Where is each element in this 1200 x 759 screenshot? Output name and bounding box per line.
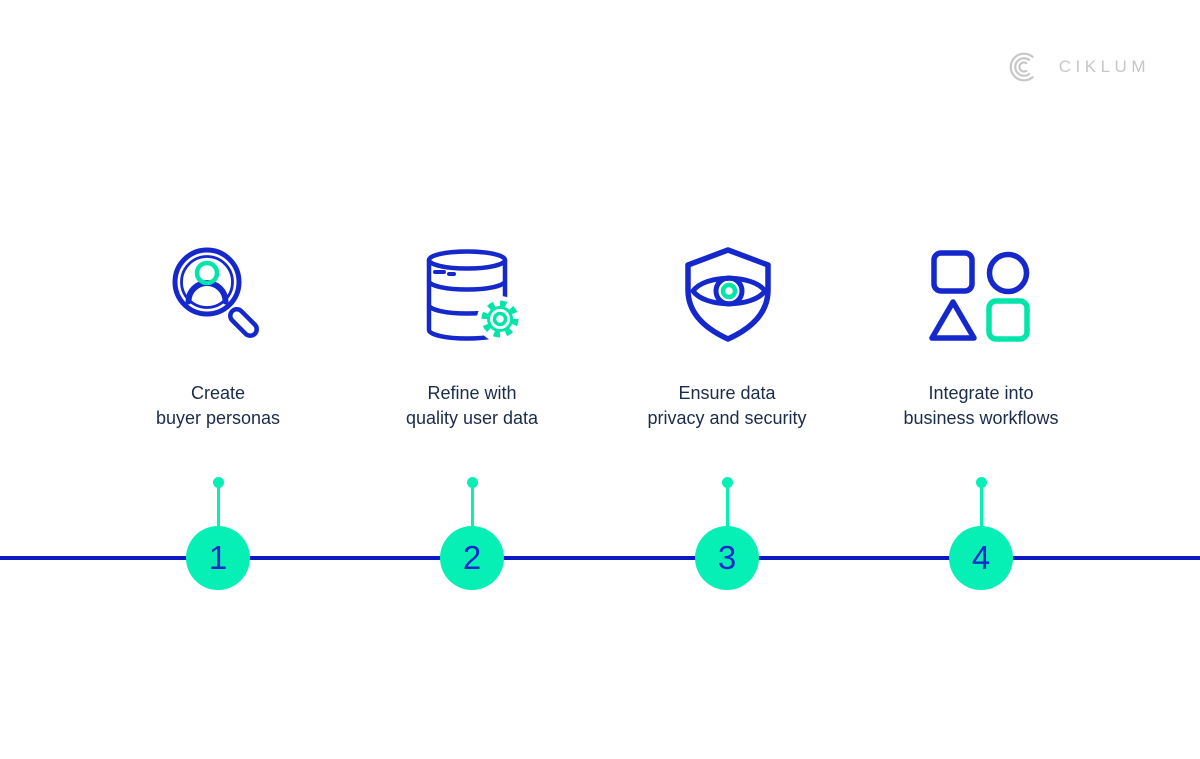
step-2-connector-stem xyxy=(470,487,474,527)
shield-eye-icon xyxy=(685,247,771,342)
ciklum-logo-mark-icon xyxy=(1009,52,1034,82)
ciklum-logo: CIKLUM xyxy=(1004,47,1150,87)
step-3-label: Ensure data privacy and security xyxy=(602,381,852,431)
step-1-label-line2: buyer personas xyxy=(155,408,281,428)
step-refine-quality-data: Refine with quality user data 2 xyxy=(347,240,597,620)
step-1-connector-dot xyxy=(212,477,224,488)
database-gear-icon xyxy=(426,249,523,342)
step-1-connector-stem xyxy=(216,487,220,527)
gear-icon xyxy=(477,296,523,342)
step-3-icon-wrap xyxy=(602,243,852,355)
step-4-label: Integrate into business workflows xyxy=(856,381,1106,431)
step-1-label: Create buyer personas xyxy=(93,381,343,431)
step-3-label-line1: Ensure data xyxy=(678,383,776,403)
step-2-label-line2: quality user data xyxy=(405,408,539,428)
step-1-label-line1: Create xyxy=(190,383,246,403)
step-4-connector-stem xyxy=(979,487,983,527)
step-4-label-line1: Integrate into xyxy=(928,383,1034,403)
step-3-label-line2: privacy and security xyxy=(647,408,807,428)
step-4-connector-dot xyxy=(975,477,987,488)
step-create-buyer-personas: Create buyer personas 1 xyxy=(93,240,343,620)
step-2-connector-dot xyxy=(466,477,478,488)
step-1-number-badge: 1 xyxy=(186,526,250,590)
step-2-number-badge: 2 xyxy=(440,526,504,590)
step-3-connector-stem xyxy=(725,487,729,527)
step-2-label: Refine with quality user data xyxy=(347,381,597,431)
step-4-icon-wrap xyxy=(856,243,1106,355)
step-3-connector-dot xyxy=(721,477,733,488)
shapes-icon xyxy=(929,250,1030,342)
step-2-icon-wrap xyxy=(347,243,597,355)
timeline-line xyxy=(0,556,1200,560)
magnifier-user-icon xyxy=(172,247,259,338)
step-data-privacy-security: Ensure data privacy and security 3 xyxy=(602,240,852,620)
step-3-number-badge: 3 xyxy=(695,526,759,590)
step-4-label-line2: business workflows xyxy=(903,408,1059,428)
step-1-icon-wrap xyxy=(93,243,343,355)
ciklum-logo-text: CIKLUM xyxy=(1058,57,1150,76)
step-2-label-line1: Refine with xyxy=(427,383,517,403)
step-business-workflows: Integrate into business workflows 4 xyxy=(856,240,1106,620)
step-4-number-badge: 4 xyxy=(949,526,1013,590)
